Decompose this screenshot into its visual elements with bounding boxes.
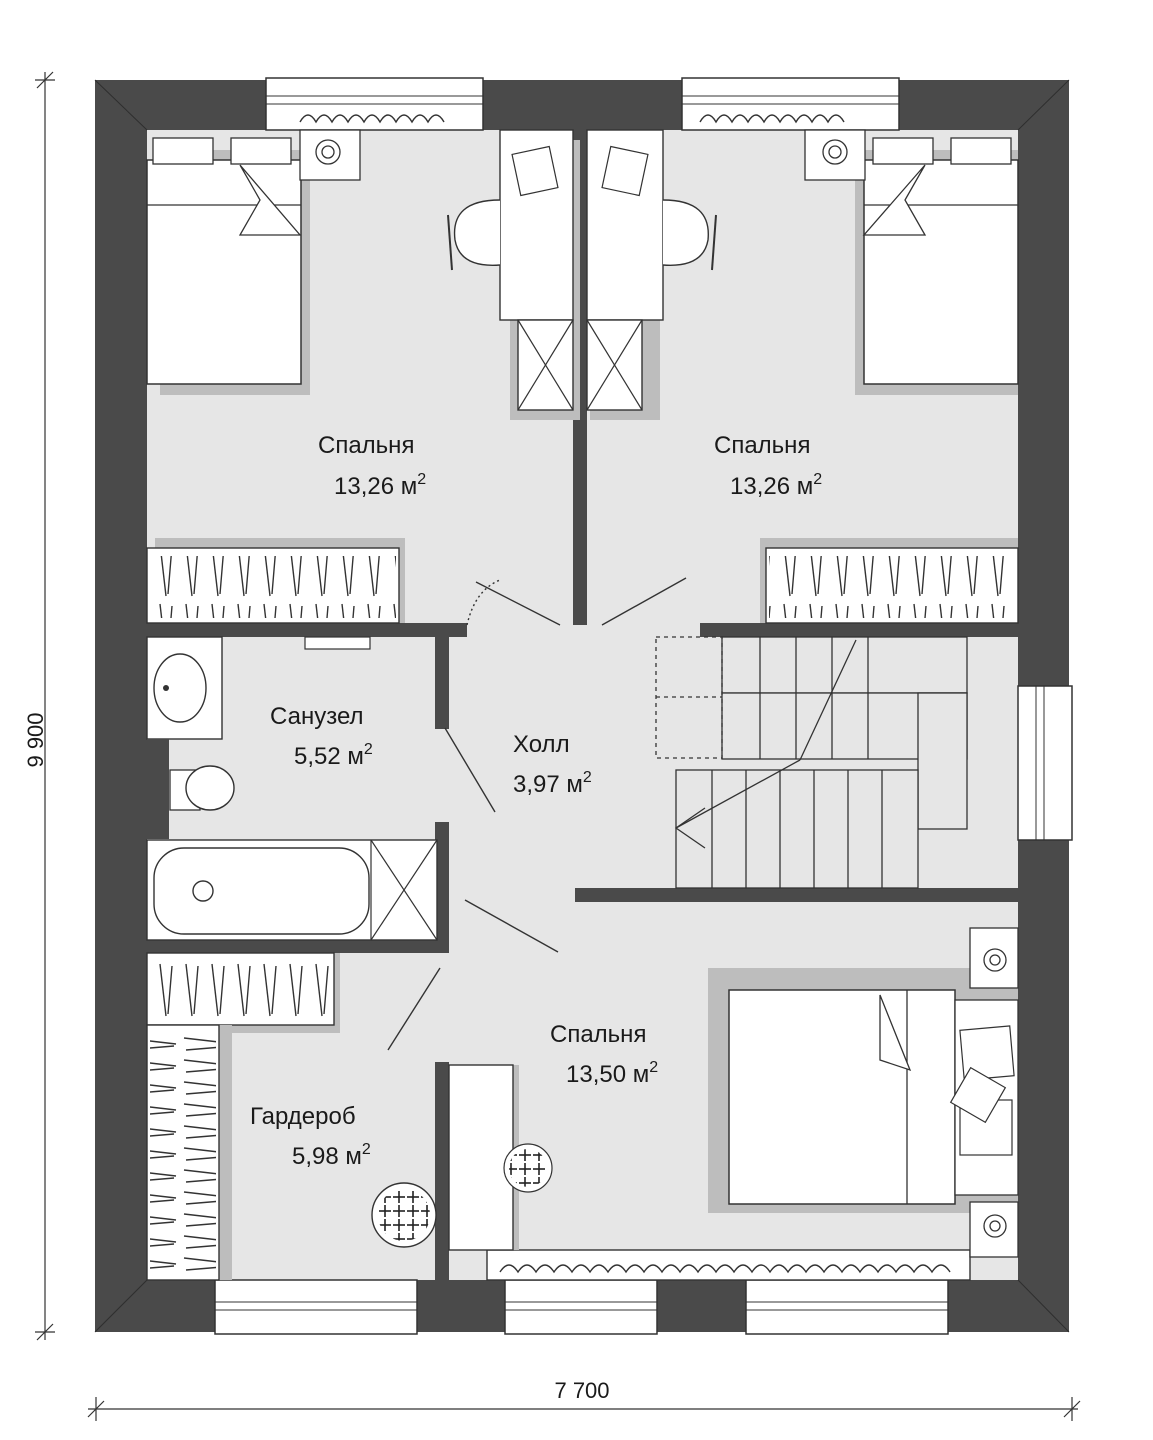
nightstand-top-left bbox=[299, 129, 361, 181]
room-name-bedroom-bottom: Спальня bbox=[550, 1021, 646, 1048]
room-labels: Спальня 13,26 м2 Спальня 13,26 м2 Санузе… bbox=[250, 432, 822, 1170]
room-name-bedroom-top-left: Спальня bbox=[318, 432, 414, 459]
room-name-bedroom-top-right: Спальня bbox=[714, 432, 810, 459]
window-bottom-middle bbox=[504, 1279, 658, 1335]
room-area-hall: 3,97 м2 bbox=[513, 769, 592, 798]
wardrobe-top-right bbox=[760, 538, 1019, 624]
bed-top-right bbox=[855, 137, 1019, 395]
staircase bbox=[655, 636, 968, 889]
dimension-width-label: 7 700 bbox=[554, 1378, 609, 1403]
window-bottom-left bbox=[214, 1279, 418, 1335]
bottom-bedroom-furniture bbox=[448, 927, 1019, 1258]
desk-top-left bbox=[447, 129, 580, 420]
window-bottom-right bbox=[745, 1279, 949, 1335]
window-right bbox=[1017, 685, 1073, 841]
nightstand-top-right bbox=[804, 129, 866, 181]
doors-top bbox=[466, 577, 687, 626]
dimension-vertical bbox=[35, 71, 55, 1341]
doors-hall bbox=[387, 899, 559, 1051]
dimension-height-label: 9 900 bbox=[23, 712, 48, 767]
window-top-left bbox=[265, 77, 484, 131]
window-top-right bbox=[681, 77, 900, 131]
room-area-bedroom-top-left: 13,26 м2 bbox=[334, 471, 426, 500]
room-name-wardrobe: Гардероб bbox=[250, 1103, 356, 1130]
bathroom-fixtures bbox=[146, 636, 438, 941]
room-area-bedroom-top-right: 13,26 м2 bbox=[730, 471, 822, 500]
wardrobe-top-left bbox=[146, 538, 405, 624]
door-bathroom bbox=[444, 727, 496, 813]
wall-corners bbox=[94, 79, 1070, 1333]
room-area-bathroom: 5,52 м2 bbox=[294, 741, 373, 770]
desk-top-right bbox=[586, 129, 717, 420]
room-name-bathroom: Санузел bbox=[270, 703, 364, 730]
wardrobe-room-furniture bbox=[146, 952, 437, 1281]
curtain-bottom bbox=[486, 1249, 971, 1281]
dimension-horizontal bbox=[87, 1397, 1081, 1421]
room-area-wardrobe: 5,98 м2 bbox=[292, 1141, 371, 1170]
bed-top-left bbox=[146, 137, 310, 395]
room-area-bedroom-bottom: 13,50 м2 bbox=[566, 1059, 658, 1088]
room-name-hall: Холл bbox=[513, 731, 570, 758]
windows bbox=[214, 77, 1073, 1335]
